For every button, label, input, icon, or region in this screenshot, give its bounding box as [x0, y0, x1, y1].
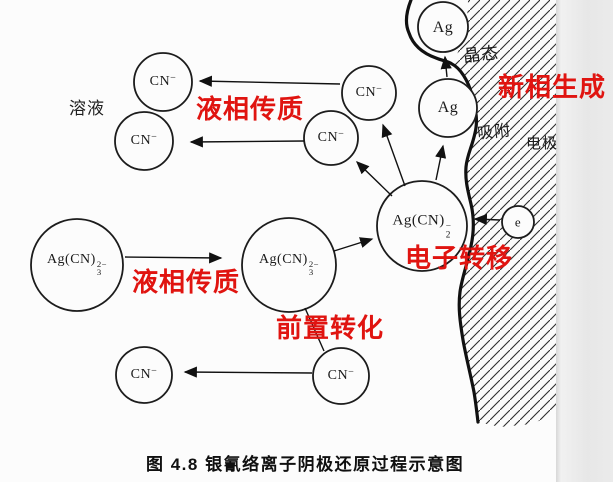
agcn3-sub: 3: [308, 267, 314, 278]
cn-charge: −: [151, 365, 158, 377]
agcn3-circle-middle: [241, 217, 337, 313]
arrow-agcn2-to-ag: [435, 144, 447, 181]
cn-circle-mid-2: [303, 110, 359, 166]
arrow-agcn3-transfer: [124, 252, 223, 264]
cn-ion-label-4: CN−: [317, 128, 345, 145]
solution-label: 溶液: [69, 99, 105, 118]
ag-adsorbed-label: Ag: [438, 100, 459, 116]
arrow-agcn2-release-cn-1: [381, 123, 406, 187]
cn-charge: −: [170, 72, 177, 84]
liquid-mass-transfer-label-top: 液相传质: [196, 94, 305, 124]
arrow-agcn2-release-cn-2: [355, 161, 393, 197]
adsorption-label: 吸附: [476, 122, 513, 143]
cn-text: CN: [355, 85, 377, 100]
liquid-mass-transfer-label-bottom: 液相传质: [132, 267, 241, 297]
agcn3-circle-left: [30, 218, 124, 312]
cn-ion-label-3: CN−: [355, 83, 383, 100]
arrow-electron-to-agcn2: [473, 213, 501, 226]
electrode-surface-line: [404, 0, 480, 424]
electron-transfer-label: 电子转移: [405, 243, 514, 273]
agcn3-charge-stack: 2−3: [96, 258, 108, 278]
figure-caption: 图 4.8 银氰络离子阴极还原过程示意图: [146, 455, 465, 474]
cn-ion-label-5: CN−: [130, 365, 158, 382]
electrode-label: 电极: [526, 135, 559, 152]
agcn2-charge-stack: −2: [445, 221, 452, 241]
ag-crystal-label: Ag: [433, 20, 454, 36]
agcn3-charge-stack: 2−3: [308, 258, 320, 278]
agcn3-sup: 2−: [308, 258, 320, 269]
new-phase-formation-label: 新相生成: [498, 72, 607, 102]
ag-text: Ag: [432, 19, 454, 36]
cn-charge: −: [348, 366, 355, 378]
cn-circle-bottom-right: [312, 347, 370, 405]
cn-circle-mid-1: [341, 65, 397, 121]
page-edge-shadow: [556, 0, 613, 482]
cn-text: CN: [327, 368, 349, 383]
arrow-cn-diffuse-mid: [189, 136, 305, 148]
electron-text: e: [514, 214, 522, 230]
agcn2-circle: [376, 180, 468, 272]
agcn3-sup: 2−: [96, 258, 108, 269]
pre-conversion-label: 前置转化: [276, 313, 385, 343]
agcn3-base: Ag(CN): [258, 251, 308, 267]
ag-adsorbed-circle: [418, 78, 478, 138]
arrow-agcn3-to-agcn2: [333, 237, 374, 252]
cn-text: CN: [130, 133, 152, 148]
line-agcn3-to-cn: [304, 307, 325, 352]
cn-circle-top-left-1: [133, 52, 193, 112]
cn-charge: −: [376, 83, 383, 95]
agcn2-base: Ag(CN): [392, 212, 445, 229]
arrow-ag-to-crystal: [440, 55, 452, 78]
cn-circle-top-left-2: [114, 111, 174, 171]
agcn2-sub: 2: [445, 230, 451, 241]
electron-label: e: [515, 216, 521, 229]
crystal-state-label: 晶态: [462, 43, 501, 66]
agcn3-label-middle: Ag(CN)2−3: [258, 251, 320, 278]
cn-charge: −: [338, 128, 345, 140]
cn-text: CN: [317, 130, 339, 145]
cn-ion-label-1: CN−: [149, 72, 177, 89]
arrow-cn-diffuse-top: [198, 75, 341, 87]
agcn3-base: Ag(CN): [46, 251, 96, 267]
cn-charge: −: [151, 131, 158, 143]
ag-crystal-circle: [417, 1, 469, 53]
agcn3-label-left: Ag(CN)2−3: [46, 251, 108, 278]
agcn3-sub: 3: [96, 267, 102, 278]
cn-ion-label-6: CN−: [327, 366, 355, 383]
electron-circle: [501, 205, 535, 239]
ag-text: Ag: [437, 99, 459, 116]
arrow-cn-diffuse-bottom: [183, 366, 313, 378]
agcn2-label: Ag(CN)−2: [393, 213, 452, 240]
cn-text: CN: [130, 367, 152, 382]
cn-text: CN: [149, 74, 171, 89]
cn-circle-bottom-left: [115, 346, 173, 404]
cn-ion-label-2: CN−: [130, 131, 158, 148]
agcn2-sup: −: [445, 221, 452, 232]
